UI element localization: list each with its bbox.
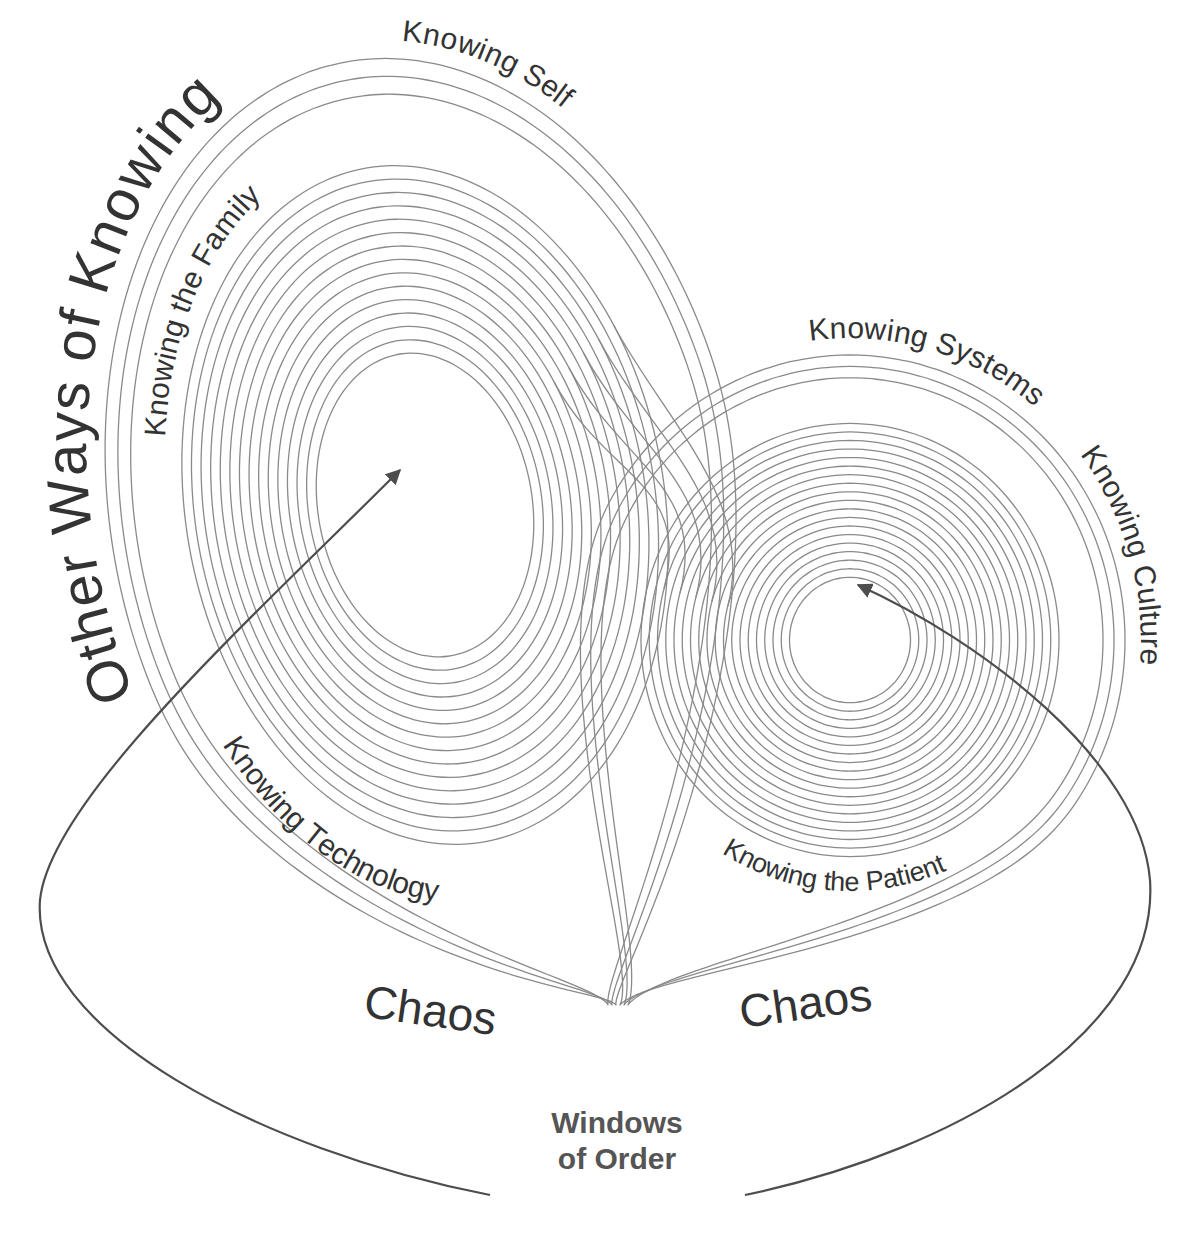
arc-label: Knowing Self xyxy=(401,16,579,113)
order-arrow xyxy=(745,585,1150,1195)
attractor-loop xyxy=(580,355,1125,1005)
label-glyph: o xyxy=(847,313,864,343)
attractor-loop xyxy=(307,340,544,670)
arc-label: Knowing Technology xyxy=(218,731,441,906)
attractor-loop xyxy=(131,94,712,1005)
attractor-loop xyxy=(773,560,927,720)
attractor-loop xyxy=(691,475,1010,806)
attractor-loop xyxy=(757,543,944,737)
label-glyph: K xyxy=(140,415,171,437)
arc-label: Knowing Culture xyxy=(1076,440,1167,666)
attractor-loop xyxy=(211,206,640,804)
attractor-loop xyxy=(191,179,658,831)
attractor-loop xyxy=(105,58,736,1004)
attractor-loop xyxy=(287,313,562,697)
windows-label: Windows of Order xyxy=(551,1105,682,1177)
attractor-loop xyxy=(658,441,1043,840)
attractor-loop xyxy=(230,233,620,778)
attractor-loop xyxy=(724,509,977,771)
arc-label: Knowing Systems xyxy=(807,313,1051,411)
label-glyph: e xyxy=(845,869,860,896)
label-glyph: g xyxy=(800,865,820,894)
arc-label: Knowing the Family xyxy=(140,179,266,437)
attractor-loop xyxy=(239,246,610,764)
attractor-crossing xyxy=(554,382,669,589)
chaos-label: Chaos xyxy=(358,978,502,1043)
label-glyph: W xyxy=(38,476,101,536)
order-arrow xyxy=(40,470,490,1195)
attractor-loop xyxy=(220,219,629,791)
attractor-loop xyxy=(765,552,936,729)
label-glyph: t xyxy=(1135,611,1166,622)
attractor-loop xyxy=(740,526,960,754)
attractor-loop xyxy=(316,353,534,657)
attractor-loop xyxy=(278,300,572,711)
label-glyph: w xyxy=(863,314,887,346)
chaos-label: Chaos xyxy=(733,971,877,1036)
attractor-loop xyxy=(732,517,969,762)
attractor-loop xyxy=(591,366,1114,1005)
label-glyph: y xyxy=(37,411,96,442)
attractor-crossing xyxy=(584,353,701,597)
attractor-loop xyxy=(118,76,724,1005)
arc-label: Knowing the Patient xyxy=(719,834,949,896)
label-glyph: u xyxy=(1136,620,1167,638)
label-glyph: h xyxy=(830,869,846,897)
attractor-crossing xyxy=(614,325,733,606)
attractor-loop xyxy=(748,535,952,746)
attractor-loop xyxy=(707,492,993,788)
attractor-crossing xyxy=(599,339,717,601)
label-glyph: s xyxy=(39,379,99,413)
attractor-loop xyxy=(682,466,1018,814)
attractor-loop xyxy=(790,577,911,702)
attractor-loop xyxy=(201,192,649,817)
label-glyph: y xyxy=(422,874,441,906)
label-glyph: e xyxy=(1135,648,1166,666)
attractor-loops xyxy=(105,58,1125,1004)
attractor-loop xyxy=(674,458,1026,823)
attractor-loop xyxy=(297,326,553,683)
label-glyph: n xyxy=(829,314,847,345)
label-glyph: a xyxy=(37,443,96,476)
label-glyph: K xyxy=(807,314,830,346)
attractor-loop xyxy=(781,569,919,711)
label-glyph: r xyxy=(1136,638,1166,648)
attractor-loop xyxy=(641,423,1059,856)
outer-arc-label: Other Ways of Knowing xyxy=(37,63,228,713)
attractor-crossing xyxy=(569,368,685,593)
attractor-loop xyxy=(649,432,1051,848)
attractor-loop xyxy=(715,500,985,779)
